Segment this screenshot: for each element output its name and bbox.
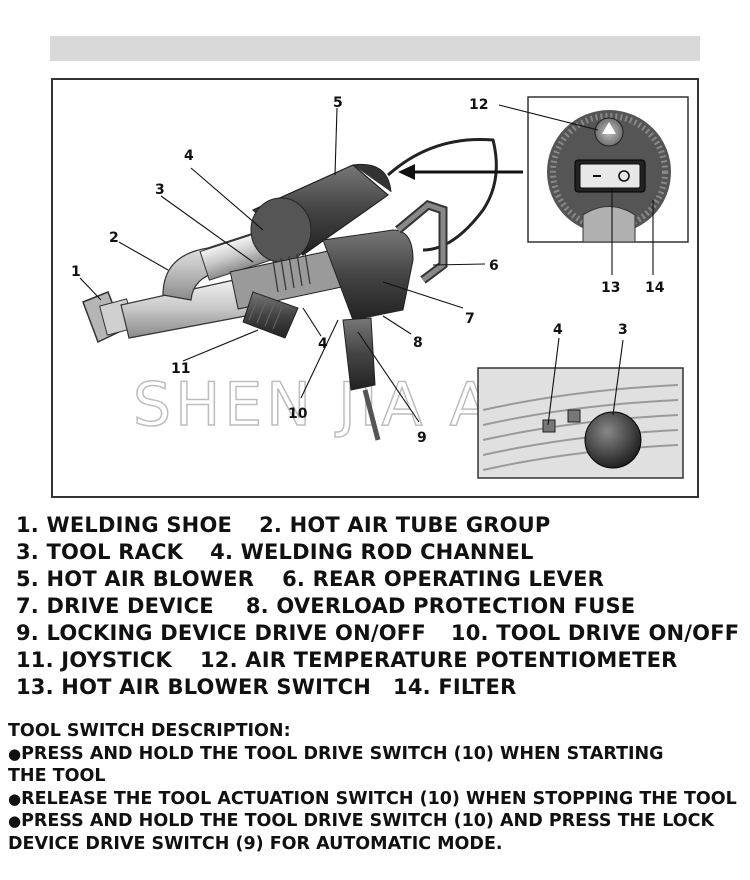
legend-item: 10. TOOL DRIVE ON/OFF: [451, 620, 739, 647]
callout-2: 2: [109, 230, 119, 246]
bullet-icon: ●: [8, 812, 21, 830]
legend-item: 13. HOT AIR BLOWER SWITCH: [16, 674, 371, 701]
rod-channel-inset: [478, 368, 683, 478]
bullet-icon: ●: [8, 745, 21, 763]
description-line: ●PRESS AND HOLD THE TOOL DRIVE SWITCH (1…: [8, 810, 748, 833]
extruder-diagram: SHEN JIA AO: [51, 78, 699, 498]
callout-14: 14: [645, 280, 665, 296]
description-text: PRESS AND HOLD THE TOOL DRIVE SWITCH (10…: [21, 811, 714, 831]
legend-item: 14. FILTER: [393, 674, 516, 701]
description-line: ●RELEASE THE TOOL ACTUATION SWITCH (10) …: [8, 788, 748, 811]
legend-item: 6. REAR OPERATING LEVER: [282, 566, 604, 593]
callout-4: 4: [184, 148, 194, 164]
callout-9: 9: [417, 430, 427, 446]
callout-10: 10: [288, 406, 308, 422]
callout-6: 6: [489, 258, 499, 274]
callout-1: 1: [71, 264, 81, 280]
description-text: THE TOOL: [8, 765, 748, 788]
description-text: RELEASE THE TOOL ACTUATION SWITCH (10) W…: [21, 789, 737, 809]
legend-item: 1. WELDING SHOE: [16, 512, 232, 539]
callout-3: 3: [155, 182, 165, 198]
parts-legend: 1. WELDING SHOE 2. HOT AIR TUBE GROUP 3. …: [16, 512, 746, 701]
legend-item: 3. TOOL RACK: [16, 539, 183, 566]
callout-8: 8: [413, 335, 423, 351]
legend-item: 12. AIR TEMPERATURE POTENTIOMETER: [200, 647, 678, 674]
legend-item: 2. HOT AIR TUBE GROUP: [259, 512, 550, 539]
legend-row: 9. LOCKING DEVICE DRIVE ON/OFF 10. TOOL D…: [16, 620, 746, 647]
bullet-icon: ●: [8, 790, 21, 808]
callout-13: 13: [601, 280, 620, 296]
legend-item: 11. JOYSTICK: [16, 647, 172, 674]
callout-11: 11: [171, 361, 190, 377]
callout-4-lower: 4: [318, 336, 328, 352]
legend-row: 11. JOYSTICK 12. AIR TEMPERATURE POTENTIO…: [16, 647, 746, 674]
description-text: PRESS AND HOLD THE TOOL DRIVE SWITCH (10…: [21, 744, 663, 764]
legend-row: 5. HOT AIR BLOWER 6. REAR OPERATING LEVER: [16, 566, 746, 593]
header-bar: [50, 36, 700, 61]
joystick-part: [243, 292, 298, 338]
switch-description: TOOL SWITCH DESCRIPTION: ●PRESS AND HOLD…: [8, 720, 748, 855]
callout-3-inset: 3: [618, 322, 628, 338]
callout-4-inset: 4: [553, 322, 563, 338]
legend-row: 3. TOOL RACK 4. WELDING ROD CHANNEL: [16, 539, 746, 566]
legend-item: 7. DRIVE DEVICE: [16, 593, 214, 620]
callout-12: 12: [469, 97, 488, 113]
legend-row: 1. WELDING SHOE 2. HOT AIR TUBE GROUP: [16, 512, 746, 539]
legend-row: 7. DRIVE DEVICE 8. OVERLOAD PROTECTION FU…: [16, 593, 746, 620]
legend-item: 9. LOCKING DEVICE DRIVE ON/OFF: [16, 620, 426, 647]
callout-5: 5: [333, 95, 343, 111]
legend-item: 4. WELDING ROD CHANNEL: [210, 539, 533, 566]
diagram-svg: SHEN JIA AO: [53, 80, 699, 498]
description-line: ●PRESS AND HOLD THE TOOL DRIVE SWITCH (1…: [8, 743, 748, 766]
legend-item: 8. OVERLOAD PROTECTION FUSE: [246, 593, 636, 620]
description-heading: TOOL SWITCH DESCRIPTION:: [8, 720, 748, 743]
legend-item: 5. HOT AIR BLOWER: [16, 566, 254, 593]
legend-row: 13. HOT AIR BLOWER SWITCH 14. FILTER: [16, 674, 746, 701]
callout-7: 7: [465, 311, 475, 327]
description-text: DEVICE DRIVE SWITCH (9) FOR AUTOMATIC MO…: [8, 833, 748, 856]
